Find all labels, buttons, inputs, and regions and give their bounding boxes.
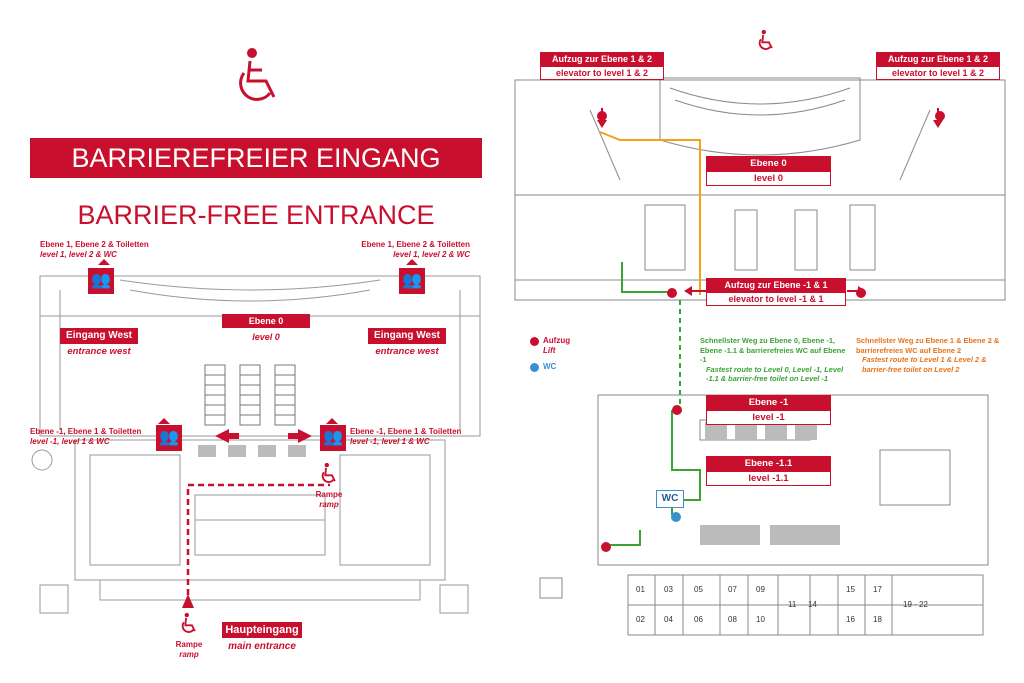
room-number: 09	[756, 585, 765, 594]
level-m1-en: level -1	[706, 410, 831, 425]
lift-marker	[935, 111, 945, 121]
room-number: 06	[694, 615, 703, 624]
ramp-right-label: Rampe ramp	[306, 490, 352, 510]
legend-lift-en: Lift	[543, 346, 556, 355]
level-m1-de: Ebene -1	[706, 395, 831, 410]
legend-lift: Aufzug Lift	[543, 336, 570, 356]
level-0-de: Ebene 0	[706, 156, 831, 171]
room-number: 10	[756, 615, 765, 624]
ramp-bottom-en: ramp	[179, 650, 199, 659]
green-note-de: Schnellster Weg zu Ebene 0, Ebene -1, Eb…	[700, 336, 846, 364]
room-number: 17	[873, 585, 882, 594]
lift-marker	[672, 405, 682, 415]
elevator-top-right-de: Aufzug zur Ebene 1 & 2	[876, 52, 1000, 66]
orange-note-de: Schnellster Weg zu Ebene 1 & Ebene 2 & b…	[856, 336, 1000, 355]
wc-legend-icon	[530, 362, 539, 372]
green-route-note: Schnellster Weg zu Ebene 0, Ebene -1, Eb…	[700, 336, 848, 384]
label-top-right: Ebene 1, Ebene 2 & Toiletten level 1, le…	[340, 240, 470, 260]
wheelchair-icon	[758, 29, 773, 50]
label-mid-right-en: level -1, level 1 & WC	[350, 437, 430, 446]
legend-wc: WC	[543, 362, 557, 371]
elevator-top-right-en: elevator to level 1 & 2	[876, 66, 1000, 80]
green-note-en: Fastest route to Level 0, Level -1, Leve…	[706, 364, 844, 384]
elevator-icon: 👥	[88, 268, 114, 294]
elevator-top-left-de: Aufzug zur Ebene 1 & 2	[540, 52, 664, 66]
level-m11-de: Ebene -1.1	[706, 456, 831, 471]
label-mid-left-en: level -1, level 1 & WC	[30, 437, 110, 446]
wheelchair-icon	[321, 462, 336, 483]
label-mid-right-de: Ebene -1, Ebene 1 & Toiletten	[350, 427, 462, 436]
legend-lift-de: Aufzug	[543, 336, 571, 345]
entrance-west-left-en: entrance west	[67, 346, 131, 357]
level-0-label: Ebene 0	[222, 314, 310, 328]
elevator-icon: 👥	[320, 425, 346, 451]
map-legend: Aufzug Lift WC	[530, 336, 610, 372]
label-mid-left-de: Ebene -1, Ebene 1 & Toiletten	[30, 427, 142, 436]
level-0-en: level 0	[252, 332, 280, 342]
title-en: BARRIER-FREE ENTRANCE	[77, 200, 435, 230]
main-entrance-label: Haupteingang	[222, 622, 302, 638]
elevator-mid-de: Aufzug zur Ebene -1 & 1	[706, 278, 846, 292]
level-m1-box: Ebene -1 level -1	[706, 395, 831, 425]
lift-marker	[856, 288, 866, 298]
wc-marker	[671, 512, 681, 522]
label-top-left: Ebene 1, Ebene 2 & Toiletten level 1, le…	[40, 240, 170, 260]
label-top-left-en: level 1, level 2 & WC	[40, 250, 117, 259]
label-mid-right: Ebene -1, Ebene 1 & Toiletten level -1, …	[350, 427, 475, 447]
elevator-mid-en: elevator to level -1 & 1	[706, 292, 846, 306]
label-mid-left: Ebene -1, Ebene 1 & Toiletten level -1, …	[30, 427, 150, 447]
elevator-top-right: Aufzug zur Ebene 1 & 2 elevator to level…	[876, 52, 1000, 80]
orange-route-note: Schnellster Weg zu Ebene 1 & Ebene 2 & b…	[856, 336, 1006, 374]
room-number: 18	[873, 615, 882, 624]
level-m11-en: level -1.1	[706, 471, 831, 486]
label-top-left-de: Ebene 1, Ebene 2 & Toiletten	[40, 240, 149, 249]
elevator-top-left-en: elevator to level 1 & 2	[540, 66, 664, 80]
ramp-bottom-label: Rampe ramp	[166, 640, 212, 660]
lift-marker	[597, 111, 607, 121]
room-number: 04	[664, 615, 673, 624]
room-number: 14	[808, 600, 817, 609]
ramp-right-de: Rampe	[315, 490, 343, 499]
wheelchair-icon	[181, 612, 196, 633]
level-m11-box: Ebene -1.1 level -1.1	[706, 456, 831, 486]
label-top-right-en: level 1, level 2 & WC	[393, 250, 470, 259]
room-number: 19 - 22	[903, 600, 928, 609]
room-number: 15	[846, 585, 855, 594]
level-0-en: level 0	[706, 171, 831, 186]
room-number: 03	[664, 585, 673, 594]
elevator-top-left: Aufzug zur Ebene 1 & 2 elevator to level…	[540, 52, 664, 80]
orange-note-en: Fastest route to Level 1 & Level 2 & bar…	[862, 355, 987, 374]
level-0-box: Ebene 0 level 0	[706, 156, 831, 186]
room-number: 08	[728, 615, 737, 624]
elevator-icon: 👥	[399, 268, 425, 294]
label-top-right-de: Ebene 1, Ebene 2 & Toiletten	[361, 240, 470, 249]
wc-label: WC	[656, 490, 684, 508]
entrance-west-left-label: Eingang West	[60, 328, 138, 344]
room-number: 01	[636, 585, 645, 594]
room-number: 07	[728, 585, 737, 594]
room-number: 05	[694, 585, 703, 594]
main-entrance-en: main entrance	[228, 641, 296, 652]
elevator-mid: Aufzug zur Ebene -1 & 1 elevator to leve…	[706, 278, 846, 306]
room-grid: 01 03 05 07 09 11 14 15 17 19 - 22 02 04…	[628, 575, 983, 635]
ramp-right-en: ramp	[319, 500, 339, 509]
ramp-bottom-de: Rampe	[175, 640, 203, 649]
title-de-banner: BARRIEREFREIER EINGANG	[30, 138, 482, 178]
lift-legend-icon	[530, 337, 539, 346]
entrance-west-right-label: Eingang West	[368, 328, 446, 344]
entrance-west-right-en: entrance west	[375, 346, 439, 357]
lift-marker	[667, 288, 677, 298]
elevator-icon: 👥	[156, 425, 182, 451]
wheelchair-icon	[239, 48, 276, 101]
room-number: 11	[788, 600, 797, 609]
lift-marker	[601, 542, 611, 552]
room-number: 02	[636, 615, 645, 624]
room-number: 16	[846, 615, 855, 624]
